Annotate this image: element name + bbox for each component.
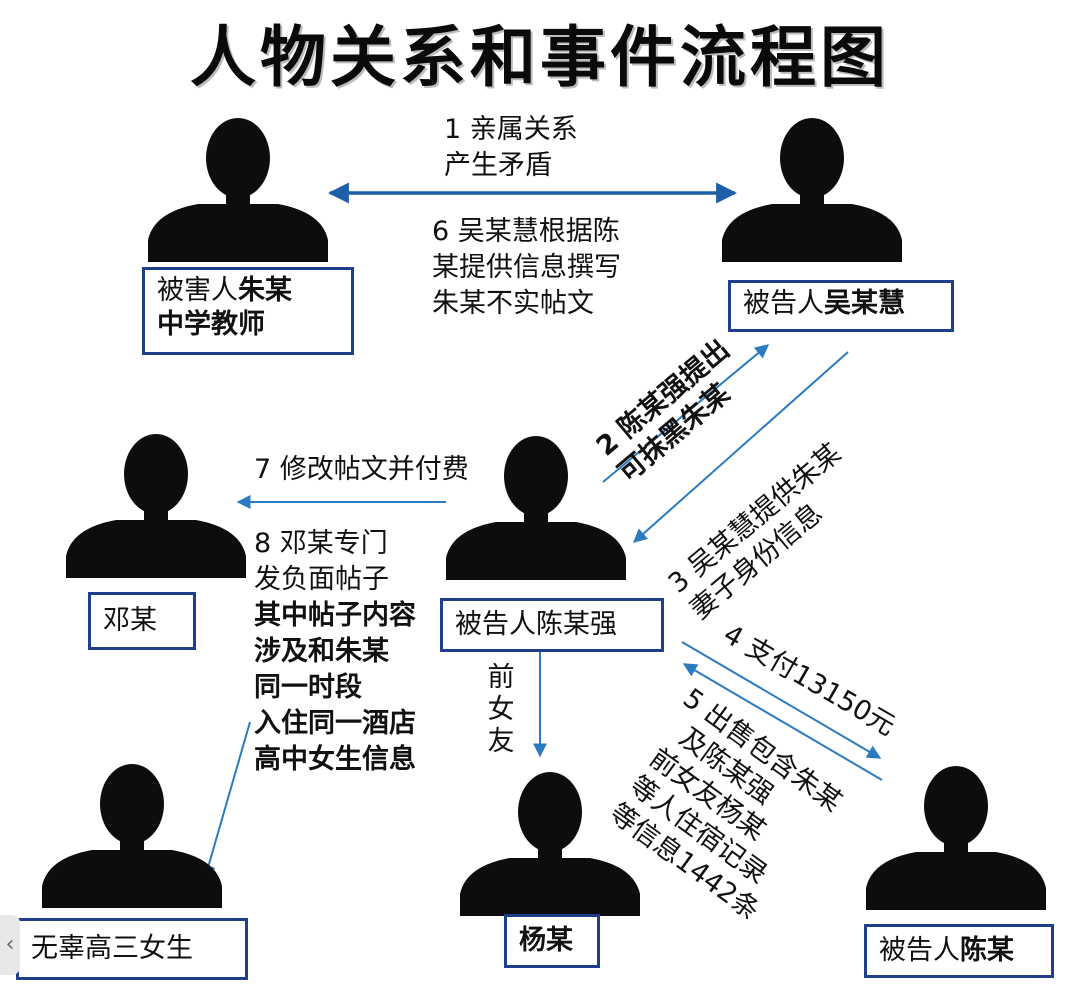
label-yang: 杨某 [504, 914, 600, 968]
person-silhouette-icon [446, 430, 626, 580]
person-silhouette-icon [460, 766, 640, 916]
person-silhouette-icon [722, 112, 902, 262]
edge-label-1: 1 亲属关系 产生矛盾 [444, 114, 578, 181]
arrow-wu-to-chen [632, 351, 849, 543]
person-silhouette-icon [66, 428, 246, 578]
label-defendant-chenqiang: 被告人陈某强 [440, 598, 664, 652]
edge-label-ex-girlfriend: 前女友 [487, 662, 515, 757]
page-title: 人物关系和事件流程图 [190, 19, 890, 96]
edge-label-8: 8 邓某专门 发负面帖子 其中帖子内容 涉及和朱某 同一时段 入住同一酒店 高中… [254, 528, 416, 775]
person-silhouette-icon [42, 758, 222, 908]
label-defendant-chen: 被告人陈某 [864, 924, 1054, 978]
arrow-chen-to-chen [681, 641, 882, 759]
person-silhouette-icon [148, 112, 328, 262]
label-victim-zhu: 被害人朱某 中学教师 [142, 267, 354, 355]
person-silhouette-icon [866, 760, 1046, 910]
edge-label-7: 7 修改帖文并付费 [254, 454, 469, 485]
edge-label-6: 6 吴某慧根据陈 某提供信息撰写 朱某不实帖文 [432, 216, 621, 319]
arrow-chen-to-wu [602, 344, 770, 483]
arrow-deng-to-girl [201, 721, 251, 880]
label-innocent-girl: 无辜高三女生 [16, 918, 248, 980]
arrow-chen-to-chenqiang [682, 663, 883, 781]
label-defendant-wu: 被告人吴某慧 [728, 280, 954, 332]
label-deng: 邓某 [88, 592, 196, 650]
chevron-left-icon[interactable]: ‹ [0, 915, 20, 975]
